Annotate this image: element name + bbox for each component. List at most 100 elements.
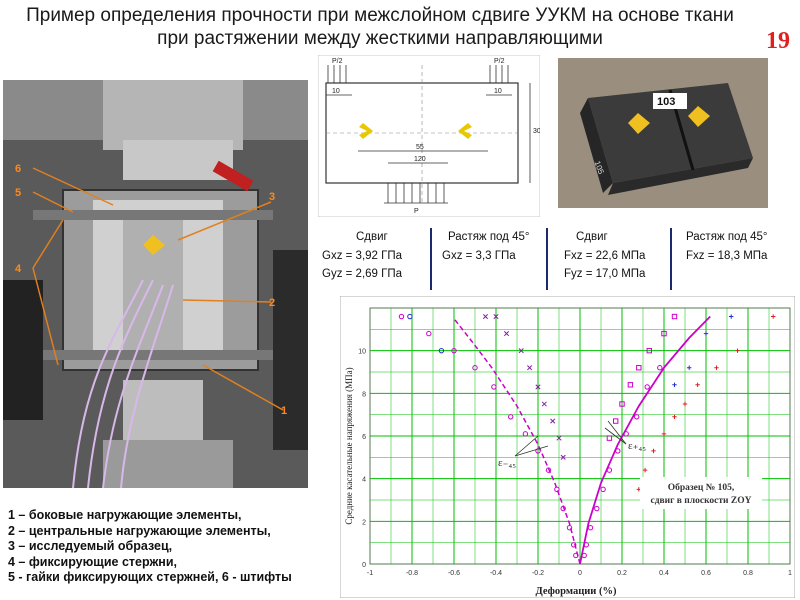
slide-title-line1: Пример определения прочности при межслой… xyxy=(26,5,734,26)
legend-item: 2 – центральные нагружающие элементы, xyxy=(8,523,271,538)
legend-item: 3 – исследуемый образец, xyxy=(8,539,173,553)
data-point xyxy=(634,414,640,420)
data-point xyxy=(550,418,556,424)
data-point xyxy=(556,435,562,441)
y-tick-label: 2 xyxy=(362,519,366,526)
legend-item: 4 – фиксирующие стержни, xyxy=(8,554,178,569)
data-point xyxy=(560,454,566,460)
data-point xyxy=(636,365,642,371)
chart-curves xyxy=(453,315,711,565)
data-point xyxy=(735,348,740,353)
data-point xyxy=(606,467,613,473)
curve-eps-plus45 xyxy=(579,315,711,565)
data-point xyxy=(729,314,734,319)
data-point xyxy=(661,330,667,337)
chart-xlabel: Деформации (%) xyxy=(536,586,617,597)
data-point xyxy=(583,542,590,548)
curve-eps-minus45 xyxy=(453,318,581,565)
header-tension-1: Растяж под 45° xyxy=(448,231,530,243)
scheme-dim-left: 10 xyxy=(332,88,340,95)
header-shear-1: Сдвиг xyxy=(356,231,388,243)
callout-4: 4 xyxy=(15,263,22,275)
data-point xyxy=(613,418,619,424)
data-point xyxy=(606,435,613,441)
data-point xyxy=(573,552,579,559)
x-tick-label: -1 xyxy=(367,570,373,577)
data-point xyxy=(615,448,621,454)
data-point xyxy=(566,525,573,531)
x-tick-label: 1 xyxy=(788,570,792,577)
data-point xyxy=(503,331,510,337)
gxz-tension: Gxz = 3,3 ГПа xyxy=(442,250,516,262)
callout-2: 2 xyxy=(269,297,275,309)
scheme-load-bottom: P xyxy=(414,208,419,215)
scheme-dim-bottom: 120 xyxy=(414,156,426,163)
x-tick-label: -0.8 xyxy=(406,570,418,577)
data-point xyxy=(771,314,776,319)
chart-marks xyxy=(398,313,776,559)
data-point xyxy=(545,467,552,473)
legend-item: 1 – боковые нагружающие элементы, xyxy=(8,508,242,522)
chart-grid xyxy=(369,307,791,565)
data-point xyxy=(682,401,688,407)
gxz-shear: Gxz = 3,92 ГПа xyxy=(322,250,403,262)
data-point xyxy=(657,365,663,371)
data-point xyxy=(627,382,634,388)
data-point xyxy=(522,431,529,437)
data-point xyxy=(451,347,457,354)
callout-5: 5 xyxy=(15,187,21,199)
sample-photo: 103 105 xyxy=(558,58,768,208)
data-point xyxy=(541,401,547,407)
data-point xyxy=(493,313,499,320)
annotation-line1: Образец № 105, xyxy=(668,482,735,493)
x-tick-label: -0.6 xyxy=(448,570,460,577)
rig-legend: 1 – боковые нагружающие элементы, 2 – це… xyxy=(8,508,318,586)
sample-label: 103 xyxy=(657,96,675,108)
loading-scheme-drawing: P/2 P/2 10 10 55 120 30 P xyxy=(318,55,540,217)
data-point xyxy=(642,467,648,473)
header-shear-2: Сдвиг xyxy=(576,231,608,243)
x-tick-label: 0 xyxy=(578,570,582,577)
data-point xyxy=(594,505,600,512)
slide-title-line2: при растяжении между жесткими направляющ… xyxy=(157,28,603,49)
legend-item: 5 - гайки фиксирующих стержней, 6 - штиф… xyxy=(8,570,292,584)
divider xyxy=(546,228,548,290)
y-tick-label: 8 xyxy=(362,391,366,398)
scheme-load-right: P/2 xyxy=(494,58,505,65)
label-eps-plus45: ε₊₄₅ xyxy=(628,440,646,452)
slide-number: 19 xyxy=(766,28,790,54)
test-rig-photo: 6 5 4 3 2 1 xyxy=(3,80,308,488)
fxz-tension: Fxz = 18,3 МПа xyxy=(686,250,768,262)
data-point xyxy=(535,384,541,390)
x-tick-label: 0.6 xyxy=(701,570,711,577)
data-point xyxy=(695,382,700,387)
x-tick-label: -0.2 xyxy=(532,570,544,577)
data-point xyxy=(426,330,432,337)
data-point xyxy=(671,313,678,320)
data-point xyxy=(672,414,677,419)
data-point xyxy=(600,486,606,493)
x-tick-label: 0.8 xyxy=(743,570,753,577)
chart-annotation: Образец № 105, сдвиг в плоскости ZOY xyxy=(640,477,762,509)
y-tick-label: 4 xyxy=(362,477,366,484)
scheme-dim-middle: 55 xyxy=(416,144,424,151)
properties-table: Сдвиг Растяж под 45° Сдвиг Растяж под 45… xyxy=(318,228,788,290)
data-point xyxy=(672,382,677,387)
label-eps-minus45: ε₋₄₅ xyxy=(498,457,516,469)
y-tick-label: 0 xyxy=(362,562,366,569)
data-point xyxy=(703,331,709,336)
data-point xyxy=(472,365,478,371)
divider xyxy=(430,228,432,290)
gyz-shear: Gyz = 2,69 ГПа xyxy=(322,268,403,280)
data-point xyxy=(518,348,524,354)
callout-6: 6 xyxy=(15,163,21,175)
divider xyxy=(670,228,672,290)
data-point xyxy=(646,347,653,354)
header-tension-2: Растяж под 45° xyxy=(686,231,768,243)
data-point xyxy=(482,313,489,320)
data-point xyxy=(661,431,667,437)
data-point xyxy=(651,448,656,454)
data-point xyxy=(587,525,594,531)
data-point xyxy=(571,542,577,548)
scheme-load-left: P/2 xyxy=(332,58,343,65)
